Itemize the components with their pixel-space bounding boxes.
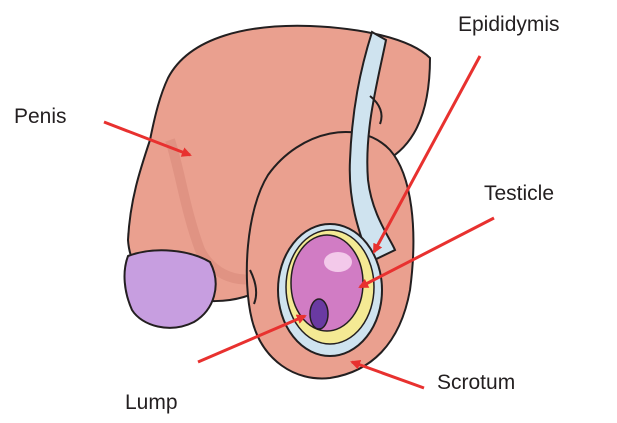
lump	[310, 299, 328, 329]
arrow-scrotum	[352, 362, 424, 388]
testicle-highlight	[324, 252, 352, 272]
label-lump: Lump	[125, 392, 178, 413]
label-scrotum: Scrotum	[437, 372, 515, 393]
label-testicle: Testicle	[484, 183, 554, 204]
glans	[125, 250, 216, 327]
label-penis: Penis	[14, 106, 67, 127]
label-epididymis: Epididymis	[458, 14, 560, 35]
